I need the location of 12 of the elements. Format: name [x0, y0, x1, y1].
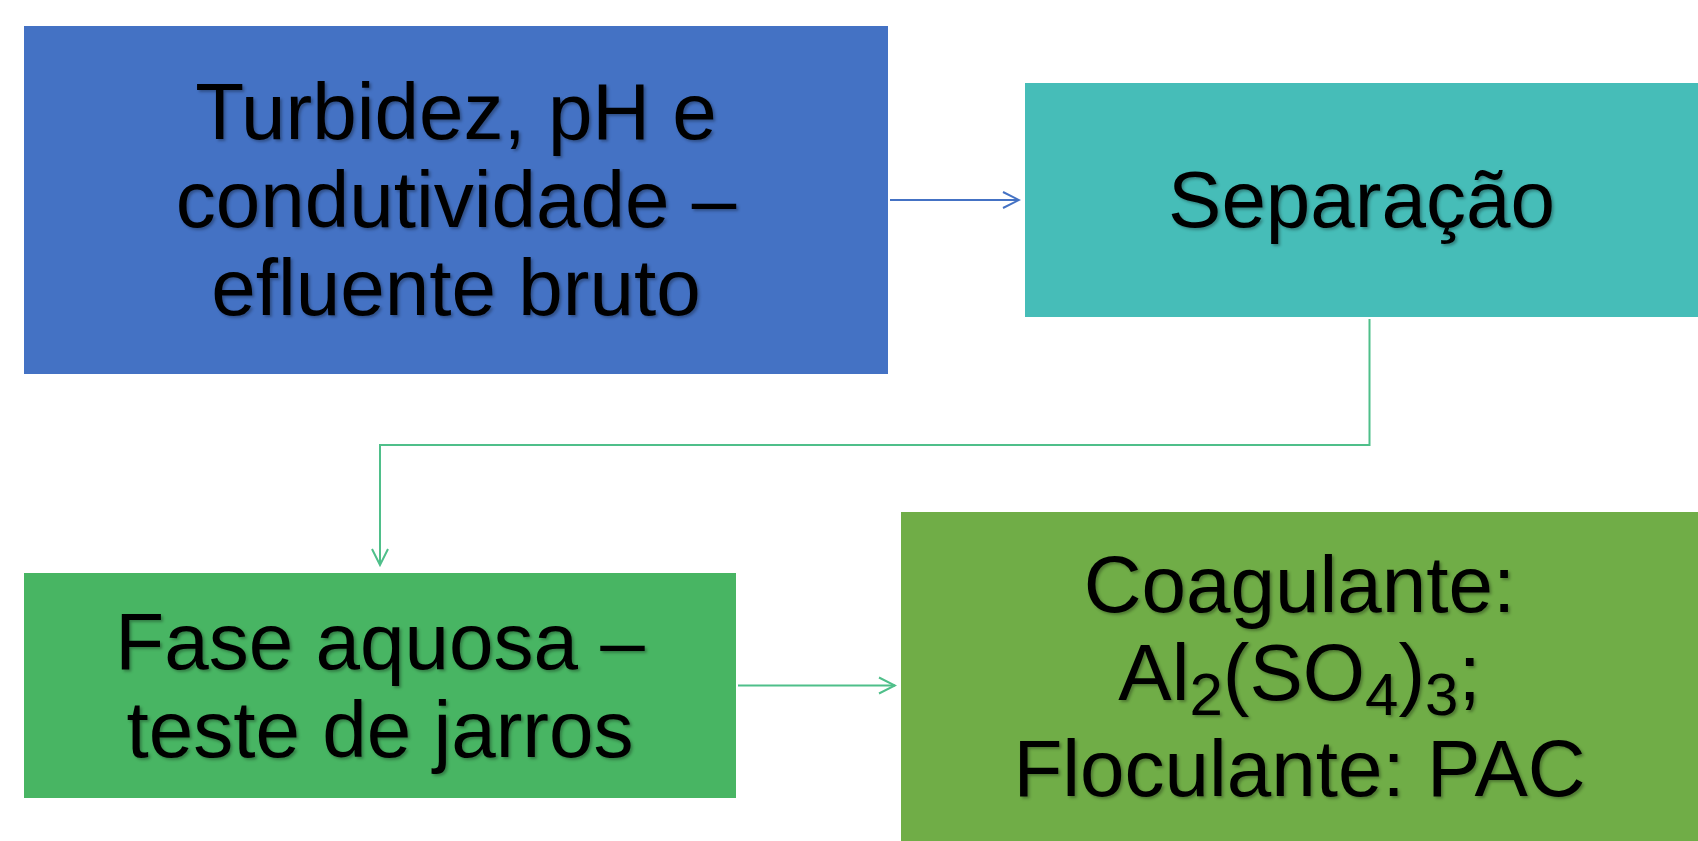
- box-text: Fase aquosa – teste de jarros: [114, 597, 646, 774]
- process-box: [1025, 83, 1698, 317]
- process-box: [901, 512, 1698, 841]
- process-box: [24, 26, 888, 374]
- process-box: [24, 573, 736, 798]
- box-text: Separação: [1168, 156, 1555, 244]
- box-text: Coagulante: Al$_{2}$(SO$_{4}$)$_{3}$;: [1082, 540, 1517, 717]
- arrow: [889, 191, 1020, 209]
- arrow: [737, 676, 896, 695]
- box-text: Floculante: PAC: [1013, 724, 1586, 813]
- box-text: Turbidez, pH e condutividade – efluente bruto: [174, 68, 738, 332]
- arrow: [371, 318, 1371, 566]
